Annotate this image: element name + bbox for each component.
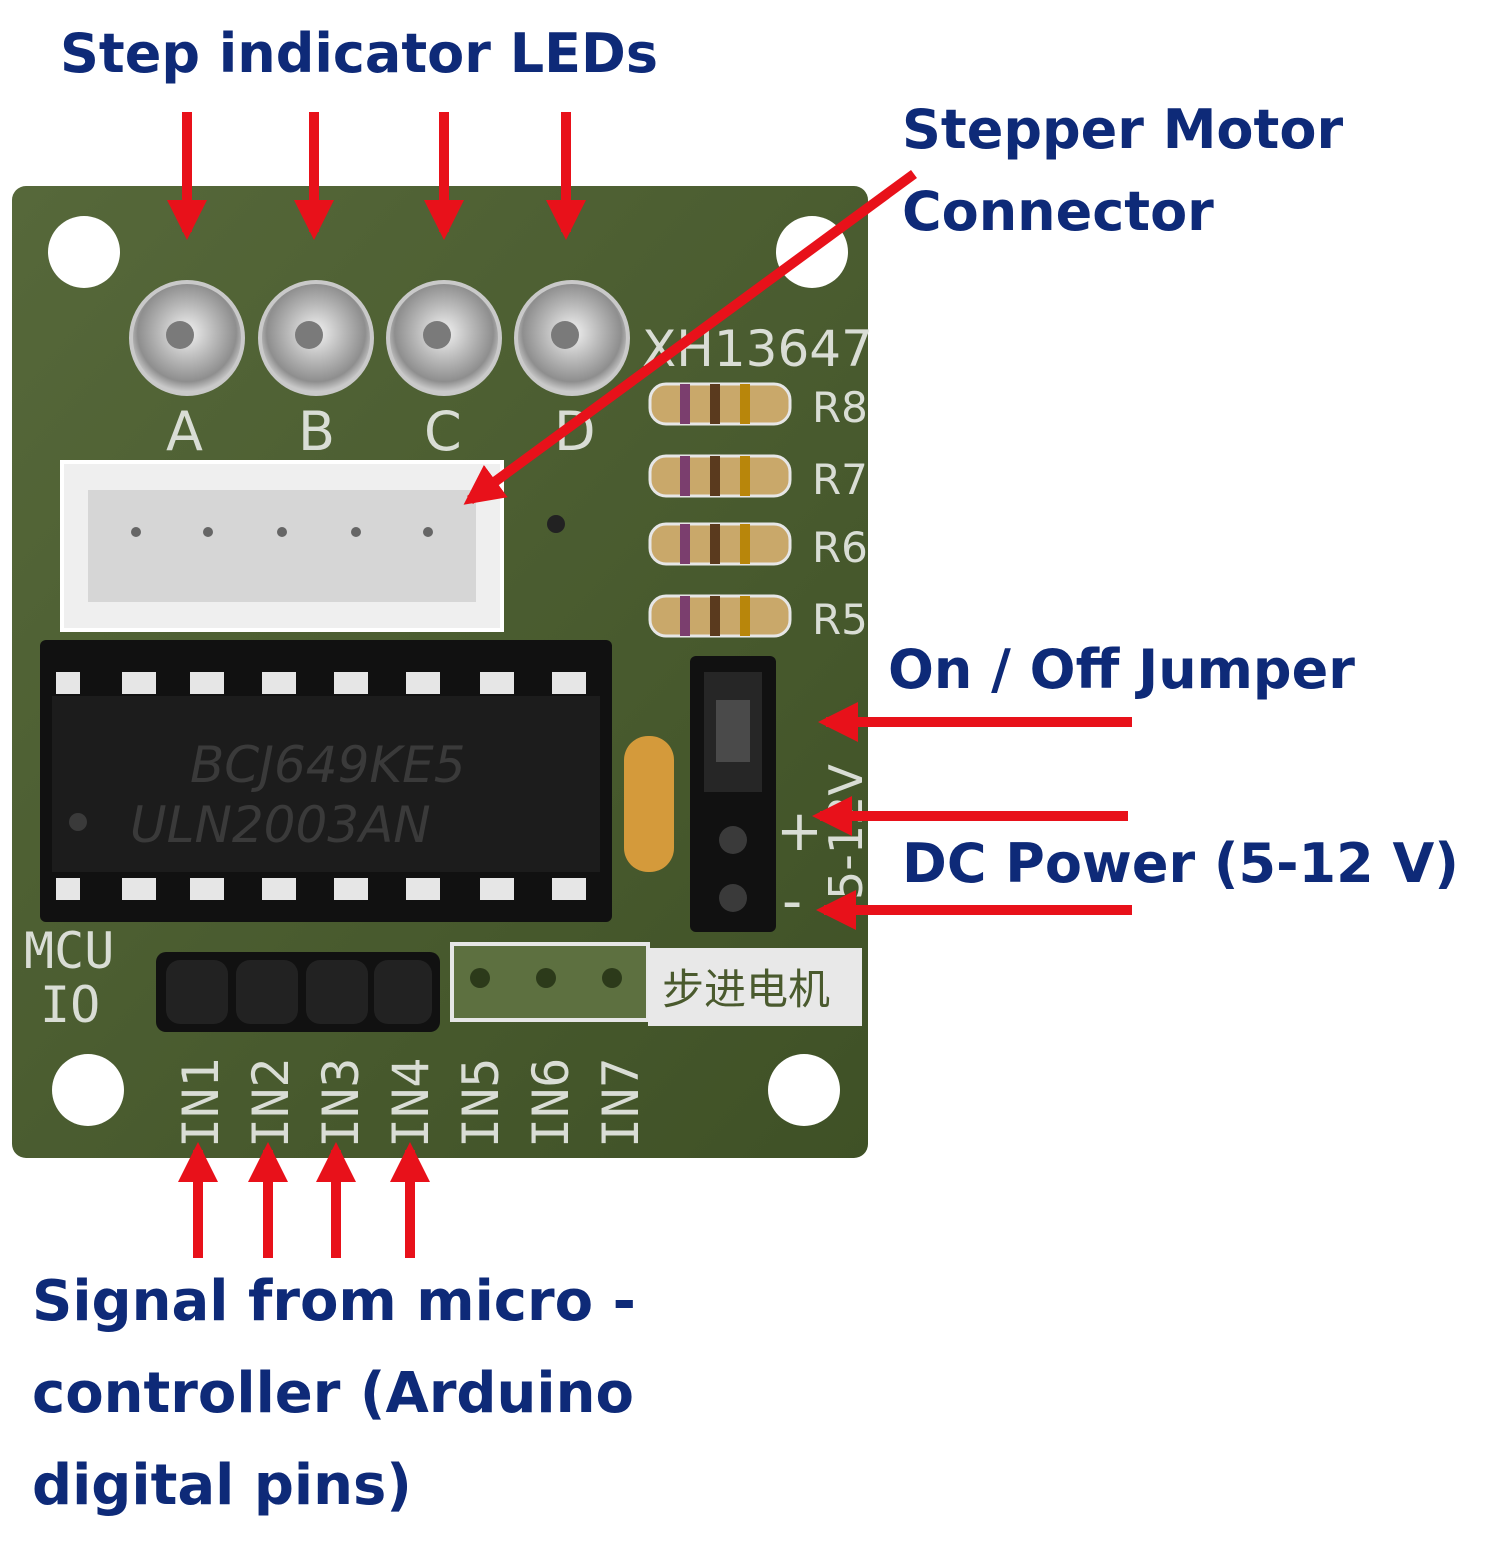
callout-signal-from-microcontroller: Signal from micro - controller (Arduino … <box>32 1256 636 1532</box>
input-label-in7: IN7 <box>592 1058 650 1148</box>
resistor-group <box>648 382 792 638</box>
arrow-motor-connector <box>463 169 917 505</box>
input-label-in5: IN5 <box>452 1058 510 1148</box>
resistor-label-r6: R6 <box>812 523 868 572</box>
chinese-label: 步进电机 <box>662 965 830 1014</box>
input-label-in6: IN6 <box>522 1058 580 1148</box>
motor-connector <box>60 460 504 632</box>
mounting-hole <box>768 1054 840 1126</box>
io-label: IO <box>40 976 100 1034</box>
plus-label: + <box>776 799 823 864</box>
minus-label: - <box>782 869 802 934</box>
callout-signal-line3: digital pins) <box>32 1453 412 1518</box>
led-group <box>129 280 630 396</box>
callout-dc-power: DC Power (5-12 V) <box>902 832 1459 895</box>
input-label-in4: IN4 <box>382 1058 440 1148</box>
callout-motor-line2: Connector <box>902 179 1214 243</box>
input-header <box>156 952 440 1032</box>
capacitor <box>624 736 674 872</box>
led-label-a: A <box>166 400 203 463</box>
led-label-b: B <box>298 400 335 463</box>
resistor-label-r5: R5 <box>812 595 868 644</box>
uln2003-chip <box>40 640 612 922</box>
input-label-in2: IN2 <box>242 1058 300 1148</box>
annotation-arrows <box>167 112 1132 1258</box>
jumper-header <box>690 656 776 932</box>
chip-text-line1: BCJ649KE5 <box>190 736 466 794</box>
mounting-hole <box>52 1054 124 1126</box>
callout-motor-line1: Stepper Motor <box>902 98 1344 161</box>
input-label-in1: IN1 <box>172 1058 230 1148</box>
callout-signal-line2: controller (Arduino <box>32 1361 634 1426</box>
chip-text-line2: ULN2003AN <box>130 796 431 854</box>
resistor-label-r7: R7 <box>812 455 868 504</box>
resistor-label-r8: R8 <box>812 383 868 432</box>
led-label-c: C <box>424 400 462 463</box>
mounting-hole <box>48 216 120 288</box>
callout-stepper-motor-connector: Stepper Motor Connector <box>902 96 1343 245</box>
callout-step-indicator-leds: Step indicator LEDs <box>60 22 658 85</box>
input-label-in3: IN3 <box>312 1058 370 1148</box>
mcu-label: MCU <box>24 922 114 980</box>
callout-signal-line1: Signal from micro - <box>32 1269 636 1334</box>
chinese-label-box <box>648 948 862 1026</box>
voltage-label: 5-12V <box>819 764 873 900</box>
callout-on-off-jumper: On / Off Jumper <box>888 638 1355 701</box>
